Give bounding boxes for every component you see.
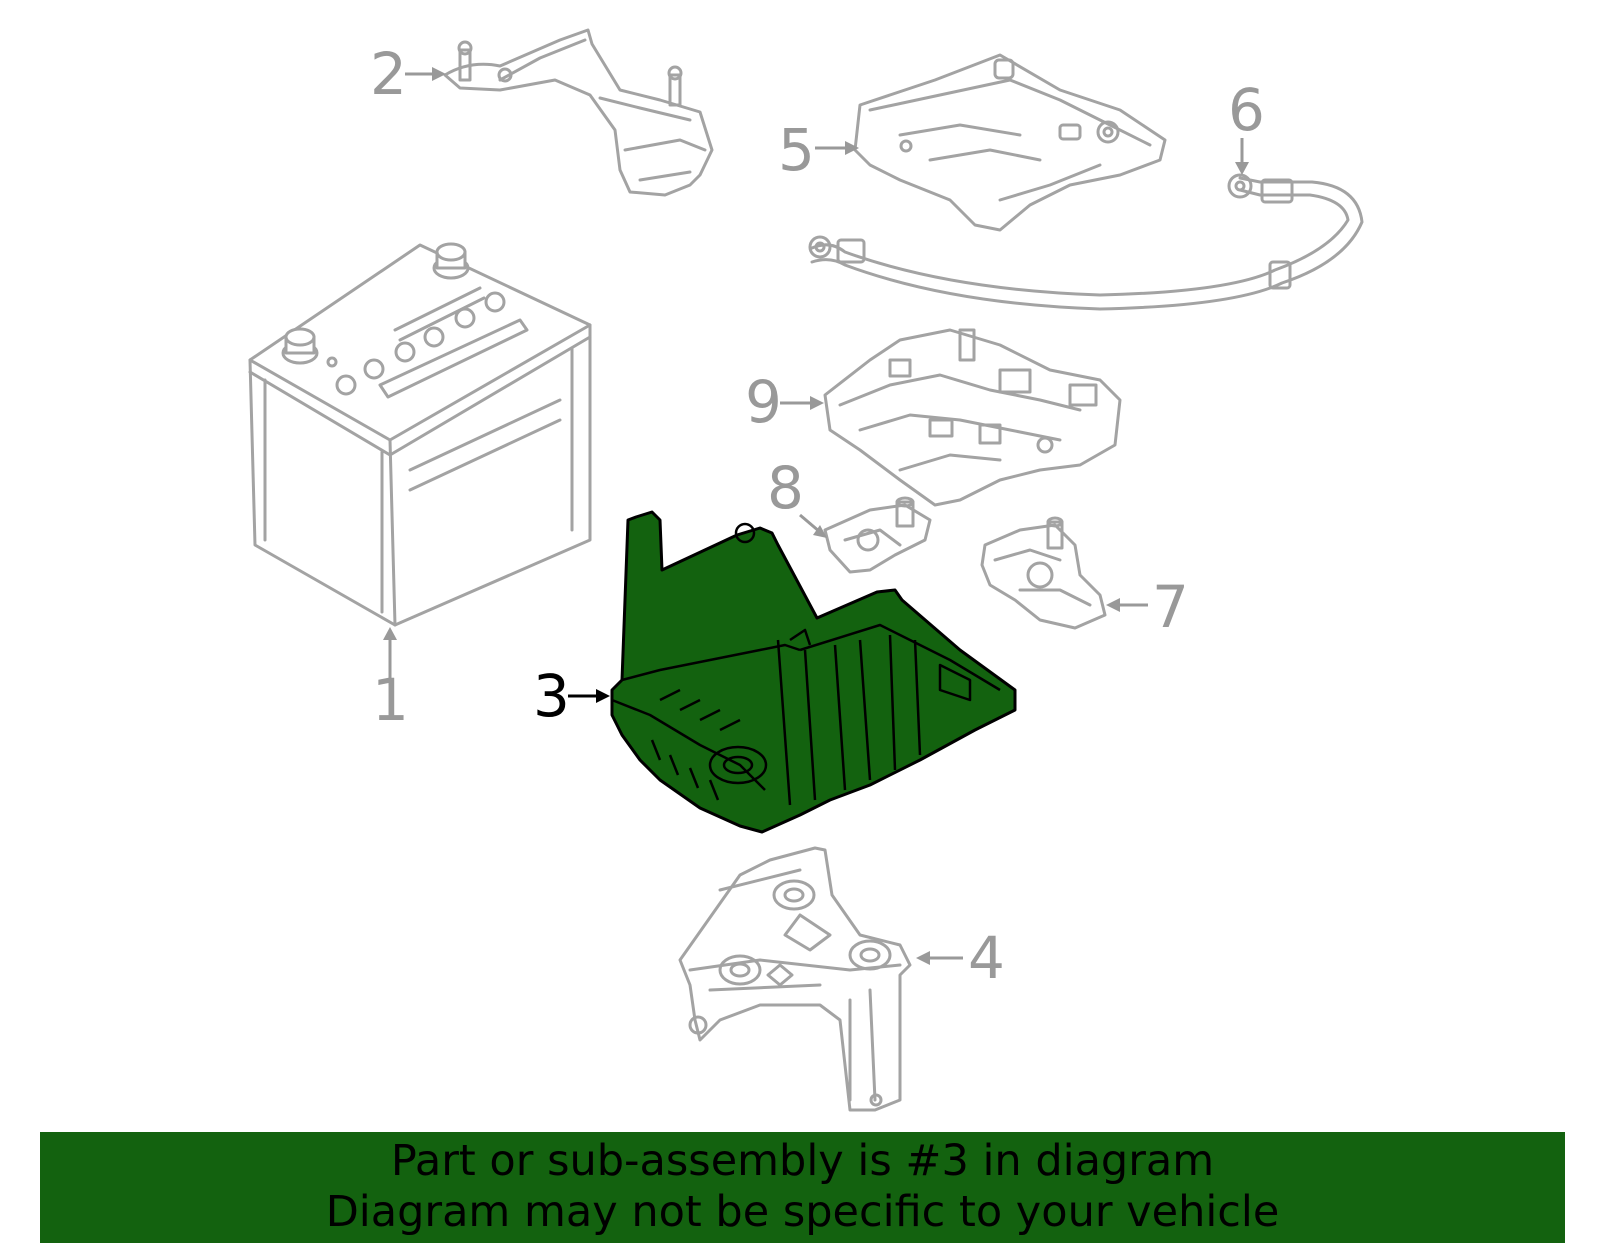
callout-5: 5 bbox=[778, 116, 859, 184]
part-2-bracket bbox=[443, 28, 714, 197]
part-4-support-bracket bbox=[678, 846, 912, 1112]
part-7-terminal-clamp bbox=[980, 516, 1107, 630]
part-8-terminal-clamp bbox=[823, 496, 932, 574]
part-5-terminal-cover bbox=[853, 53, 1167, 232]
callout-number-7: 7 bbox=[1152, 573, 1189, 641]
callout-number-8: 8 bbox=[767, 454, 804, 522]
callout-number-9: 9 bbox=[745, 368, 782, 436]
callout-9: 9 bbox=[745, 368, 824, 436]
callout-8: 8 bbox=[767, 454, 827, 538]
callout-1: 1 bbox=[372, 627, 409, 734]
callout-number-6: 6 bbox=[1228, 76, 1265, 144]
callout-3: 3 bbox=[533, 662, 610, 730]
banner-line-1: Part or sub-assembly is #3 in diagram bbox=[390, 1136, 1215, 1186]
part-9-fuse-box bbox=[823, 328, 1122, 507]
part-6-ground-cable bbox=[808, 173, 1364, 311]
callout-number-1: 1 bbox=[372, 666, 409, 734]
callout-7: 7 bbox=[1106, 573, 1189, 641]
callout-4: 4 bbox=[916, 924, 1005, 992]
banner-line-2: Diagram may not be specific to your vehi… bbox=[325, 1187, 1280, 1237]
callout-number-4: 4 bbox=[968, 924, 1005, 992]
callout-number-3: 3 bbox=[533, 662, 570, 730]
callout-2: 2 bbox=[370, 40, 446, 108]
callout-number-2: 2 bbox=[370, 40, 407, 108]
part-1-battery bbox=[248, 242, 592, 627]
callout-6: 6 bbox=[1228, 76, 1265, 175]
part-3-battery-tray bbox=[610, 510, 1017, 834]
info-banner: Part or sub-assembly is #3 in diagram Di… bbox=[40, 1132, 1565, 1243]
callout-number-5: 5 bbox=[778, 116, 815, 184]
